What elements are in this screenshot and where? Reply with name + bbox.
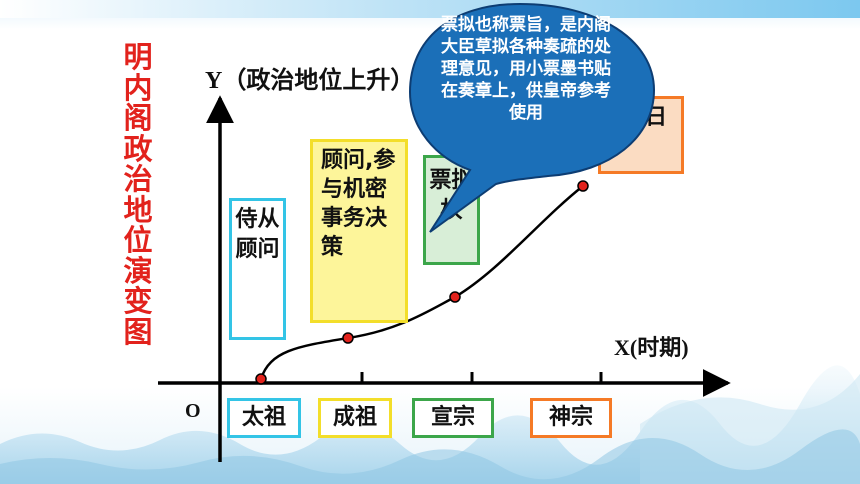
era-label-shenzong: 神宗 (530, 398, 612, 438)
x-axis-label: X(时期) (614, 335, 689, 360)
era-label-xuanzong: 宣宗 (412, 398, 494, 438)
stage-box-shicong: 侍从顾问 (229, 198, 286, 340)
vertical-title: 明内阁政治地位演变图 (123, 40, 153, 349)
curve-point-4 (577, 180, 589, 192)
curve-point-1 (255, 373, 267, 385)
curve-point-2 (342, 332, 354, 344)
origin-label: O (185, 400, 201, 422)
era-label-chengzu: 成祖 (318, 398, 392, 438)
stage-box-guwen: 顾问,参与机密事务决策 (310, 139, 408, 323)
curve-point-3 (449, 291, 461, 303)
callout-text: 票拟也称票旨，是内阁大臣草拟各种奏疏的处理意见，用小票墨书贴在奏章上，供皇帝参考… (441, 15, 611, 123)
growth-curve (259, 185, 584, 380)
top-decor-band (0, 0, 860, 18)
era-label-taizu: 太祖 (227, 398, 301, 438)
y-axis-label: Y（政治地位上升） (205, 68, 415, 94)
